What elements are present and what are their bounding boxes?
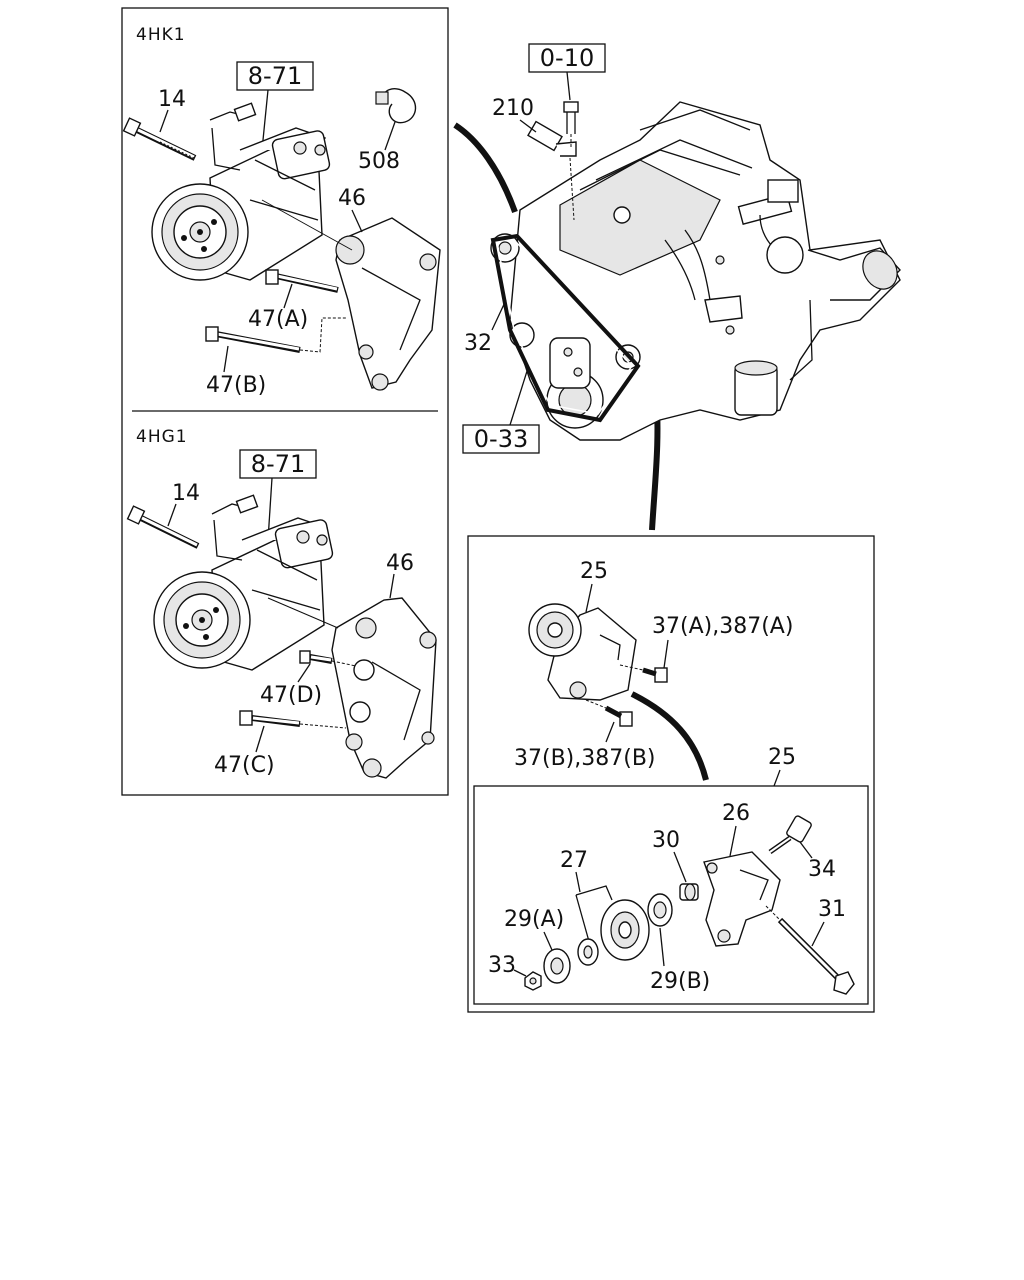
- label-34: 34: [808, 857, 836, 882]
- pointer-to-compressor: [453, 122, 518, 214]
- engine-block: [509, 101, 901, 441]
- belt-drive: [490, 233, 641, 429]
- tensioner-assembly: [528, 603, 637, 701]
- panel-frame: [121, 7, 449, 796]
- label-14-bottom: 14: [172, 481, 200, 506]
- compressor-variants-panel: 4HK1 8-71: [121, 7, 449, 796]
- label-210: 210: [492, 96, 534, 121]
- washer-29a: [543, 948, 571, 984]
- bolt-37b: [585, 699, 633, 727]
- clutch-pulley-bottom: [153, 571, 251, 669]
- ref-box-compressor-top[interactable]: 8-71: [236, 61, 314, 91]
- label-47a: 47(A): [248, 307, 308, 332]
- label-37a-387a: 37(A),387(A): [652, 614, 793, 639]
- bolt-0-10: [563, 101, 579, 148]
- ac-compressor-bottom: [153, 494, 334, 671]
- section-4hg1: 4HG1 8-71: [126, 427, 437, 779]
- clutch-pulley-top: [151, 183, 249, 281]
- label-27: 27: [560, 848, 588, 873]
- bracket-46-top: [335, 217, 441, 391]
- bolt-14-top: [122, 117, 197, 161]
- tensioner-panel-frame: [467, 535, 875, 1013]
- label-37b-387b: 37(B),387(B): [514, 746, 656, 771]
- engine-overview: 210 0-10 32 0-33: [453, 43, 901, 531]
- label-47c: 47(C): [214, 753, 275, 778]
- nut-33: [524, 971, 542, 991]
- ref-box-belt[interactable]: 0-33: [462, 424, 540, 454]
- bolt-34: [768, 815, 812, 855]
- spacer-30: [679, 883, 699, 901]
- pointer-to-detail: [630, 691, 709, 781]
- label-30: 30: [652, 828, 680, 853]
- bolt-31: [765, 905, 855, 995]
- drive-belt: [490, 233, 641, 423]
- ref-box-bolt-top[interactable]: 0-10: [528, 43, 606, 73]
- bracket-46-bottom: [331, 597, 437, 779]
- bolt-47c: [239, 710, 347, 729]
- bolt-210: [527, 120, 577, 221]
- label-29b: 29(B): [650, 969, 710, 994]
- engine-label-top: 4HK1: [136, 25, 186, 45]
- bearing-inner: [577, 938, 599, 966]
- label-32: 32: [464, 331, 492, 356]
- svg-text:8-71: 8-71: [251, 450, 305, 478]
- tensioner-panel: 25 37(A),387(A) 37(B),387(B) 25: [467, 535, 875, 1013]
- label-25: 25: [580, 559, 608, 584]
- label-46-top: 46: [338, 186, 366, 211]
- label-46-bottom: 46: [386, 551, 414, 576]
- bracket-26: [703, 851, 781, 947]
- bolt-47a: [265, 269, 339, 293]
- engine-label-bottom: 4HG1: [136, 427, 188, 447]
- clip-508: [375, 88, 417, 124]
- bolt-47b: [205, 317, 346, 353]
- label-33: 33: [488, 953, 516, 978]
- tensioner-detail-box: 25 27 29(B): [473, 745, 869, 1005]
- label-29a: 29(A): [504, 907, 564, 932]
- label-47b: 47(B): [206, 373, 266, 398]
- bolt-14-bottom: [126, 505, 200, 549]
- label-508: 508: [358, 149, 400, 174]
- svg-text:0-33: 0-33: [474, 425, 528, 453]
- label-26: 26: [722, 801, 750, 826]
- ac-compressor-top: [151, 102, 331, 281]
- bolt-37a: [619, 664, 668, 683]
- svg-text:8-71: 8-71: [248, 62, 302, 90]
- bolt-47d: [299, 650, 357, 667]
- label-25-detail: 25: [768, 745, 796, 770]
- section-4hk1: 4HK1 8-71: [122, 25, 441, 398]
- label-14-top: 14: [158, 87, 186, 112]
- label-31: 31: [818, 897, 846, 922]
- bearing-29b: [647, 893, 673, 927]
- ref-box-compressor-bottom[interactable]: 8-71: [239, 449, 317, 479]
- label-47d: 47(D): [260, 683, 322, 708]
- svg-text:0-10: 0-10: [540, 44, 594, 72]
- pulley-27: [575, 885, 650, 961]
- detail-frame: [473, 785, 869, 1005]
